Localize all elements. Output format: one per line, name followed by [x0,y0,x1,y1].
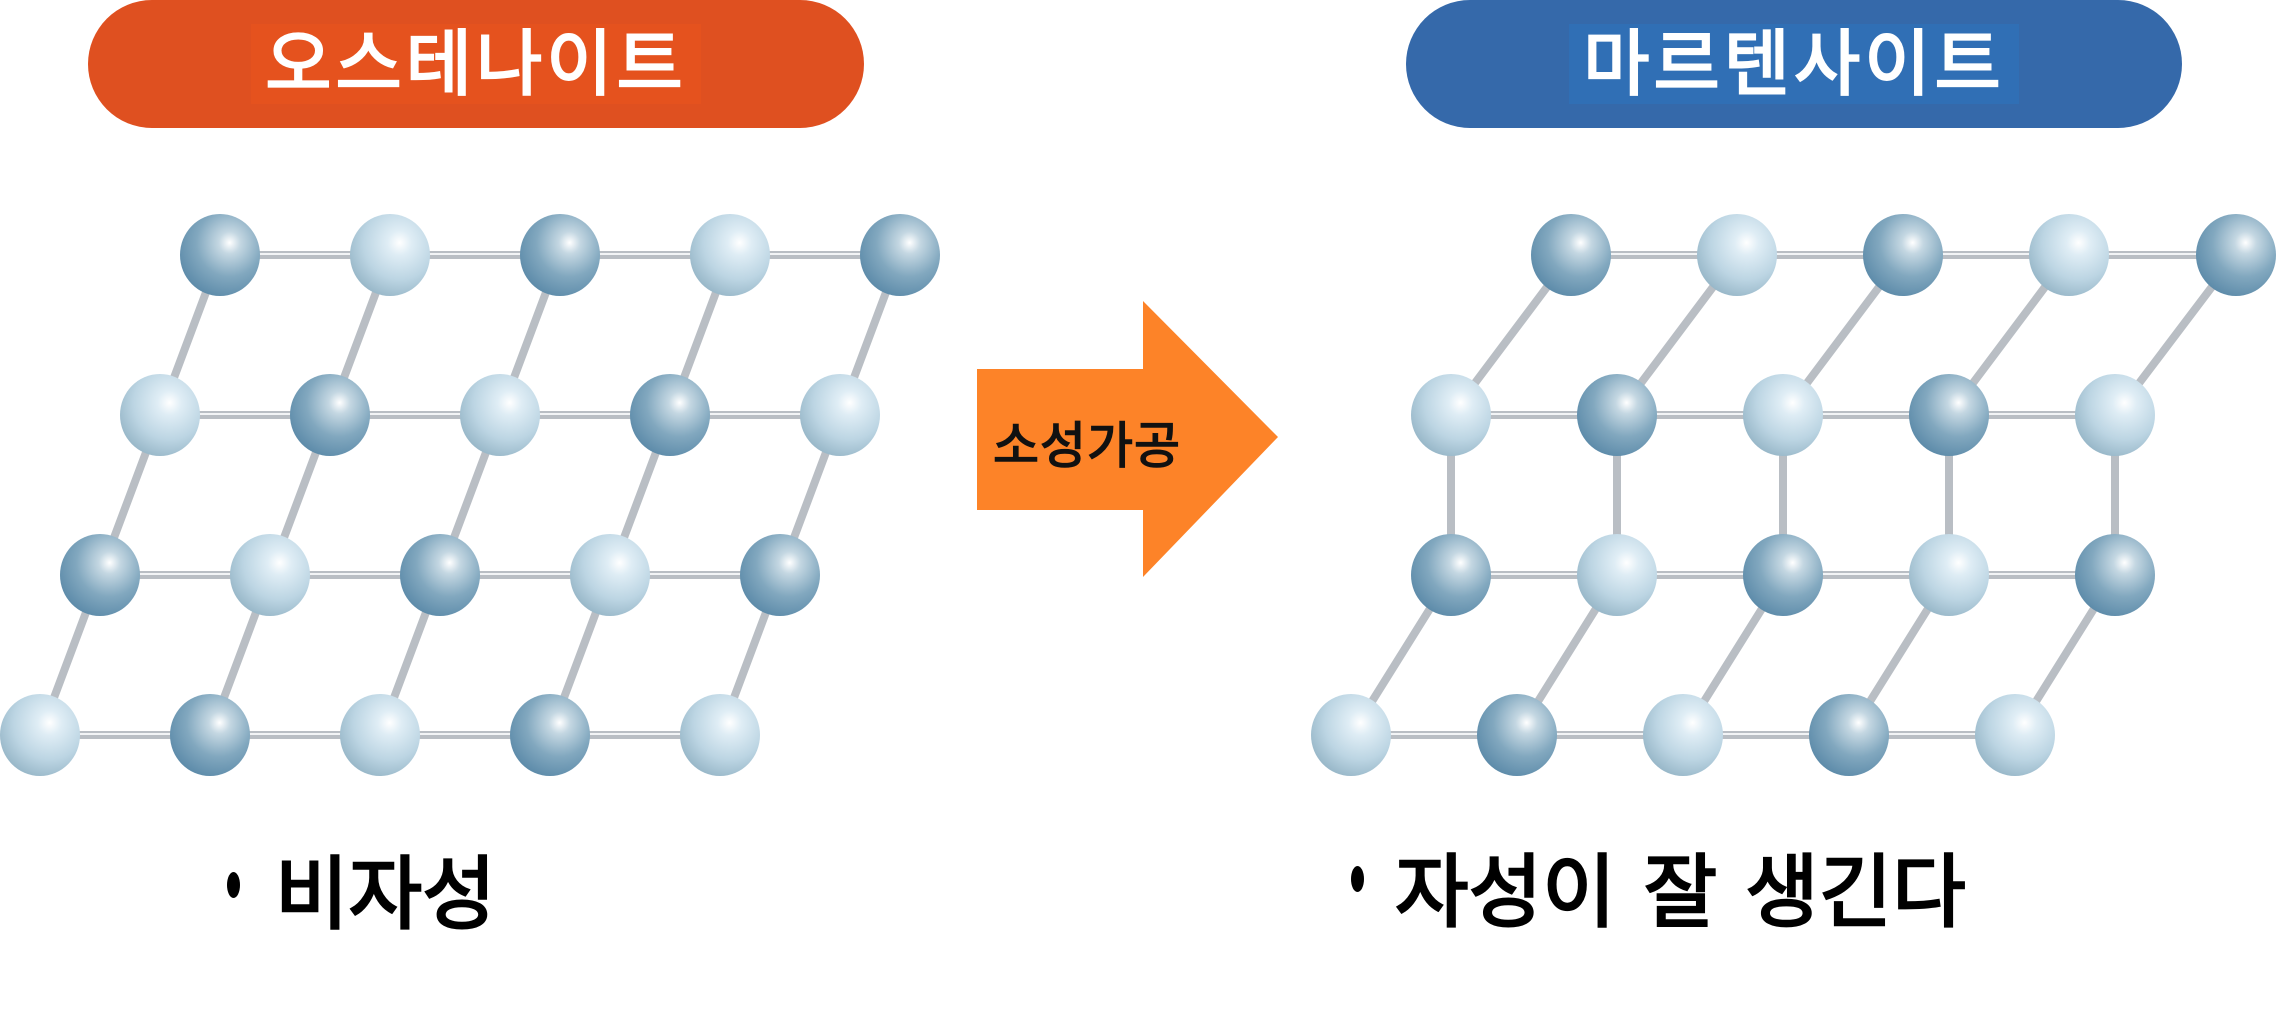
bullet-icon [1351,866,1364,892]
atom-dark [1411,534,1491,616]
atom-light [230,534,310,616]
martensite-title: 마르텐사이트 [1569,24,2019,104]
atom-light [1909,534,1989,616]
atom-light [2075,374,2155,456]
atom-dark [290,374,370,456]
austenite-atoms [0,214,940,776]
austenite-caption: 비자성 [275,848,496,941]
atom-light [350,214,430,296]
atom-light [1577,534,1657,616]
atom-light [0,694,80,776]
atom-dark [400,534,480,616]
atom-light [120,374,200,456]
atom-dark [1577,374,1657,456]
right-arrow-icon [977,301,1278,577]
atom-dark [860,214,940,296]
atom-dark [170,694,250,776]
atom-light [680,694,760,776]
atom-dark [2196,214,2276,296]
atom-light [1743,374,1823,456]
austenite-title-pill: 오스테나이트 [88,0,864,128]
atom-light [1975,694,2055,776]
atom-light [1697,214,1777,296]
atom-light [570,534,650,616]
atom-light [1643,694,1723,776]
austenite-lattice [36,251,904,739]
atom-dark [520,214,600,296]
martensite-bond-highlight [1351,253,2236,735]
atom-dark [1909,374,1989,456]
atom-dark [1809,694,1889,776]
atom-light [1411,374,1491,456]
atom-dark [2075,534,2155,616]
atom-dark [630,374,710,456]
martensite-atoms [1311,214,2276,776]
austenite-title: 오스테나이트 [251,24,701,104]
atom-dark [1863,214,1943,296]
atom-dark [510,694,590,776]
atom-light [800,374,880,456]
arrow-label-plastic-working: 소성가공 [993,417,1181,475]
atom-light [690,214,770,296]
atom-dark [740,534,820,616]
atom-light [1311,694,1391,776]
bullet-icon [227,872,240,898]
atom-dark [1477,694,1557,776]
atom-light [2029,214,2109,296]
atom-light [460,374,540,456]
atom-dark [1531,214,1611,296]
atom-light [340,694,420,776]
atom-dark [1743,534,1823,616]
atom-dark [180,214,260,296]
martensite-title-pill: 마르텐사이트 [1406,0,2182,128]
martensite-lattice [1347,251,2240,739]
martensite-caption: 자성이 잘 생긴다 [1395,846,1966,939]
atom-dark [60,534,140,616]
